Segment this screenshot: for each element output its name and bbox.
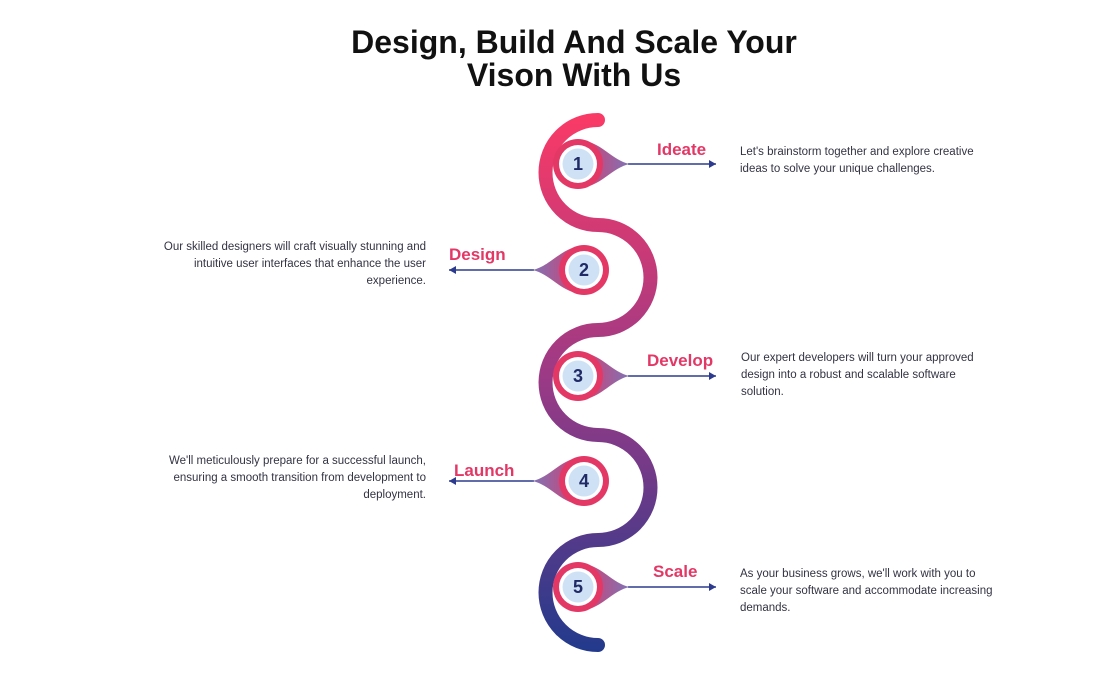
- page-title-line-1: Design, Build And Scale Your: [351, 24, 797, 60]
- connector-arrow-3: [709, 372, 716, 380]
- step-title-2: Design: [449, 245, 506, 264]
- node-core-3: [562, 360, 594, 392]
- node-core-5: [562, 571, 594, 603]
- step-description-5: As your business grows, we'll work with …: [740, 568, 993, 614]
- connector-arrow-1: [709, 160, 716, 168]
- step-nodes: [449, 139, 716, 612]
- step-number-1: 1: [572, 154, 583, 174]
- connector-arrow-2: [449, 266, 456, 274]
- step-title-3: Develop: [647, 351, 714, 370]
- step-node-4: [449, 456, 609, 506]
- step-title-1: Ideate: [657, 140, 707, 159]
- page-title-line-2: Vison With Us: [466, 57, 682, 93]
- connector-arrow-5: [709, 583, 716, 591]
- step-description-4: We'll meticulously prepare for a success…: [168, 455, 426, 501]
- step-number-3: 3: [572, 366, 583, 386]
- step-description-2: Our skilled designers will craft visuall…: [163, 241, 426, 287]
- node-core-2: [568, 254, 600, 286]
- node-core-4: [568, 465, 600, 497]
- step-node-3: [553, 351, 716, 401]
- page-title: Design, Build And Scale Your Vison With …: [0, 26, 1093, 92]
- step-number-5: 5: [572, 577, 583, 597]
- step-node-1: [553, 139, 716, 189]
- step-number-2: 2: [578, 260, 589, 280]
- step-title-4: Launch: [454, 461, 515, 480]
- step-node-2: [449, 245, 609, 295]
- connector-arrow-4: [449, 477, 456, 485]
- step-node-5: [553, 562, 716, 612]
- step-description-1: Let's brainstorm together and explore cr…: [740, 146, 974, 175]
- step-title-5: Scale: [653, 562, 698, 581]
- node-core-1: [562, 148, 594, 180]
- step-description-3: Our expert developers will turn your app…: [741, 352, 974, 398]
- step-number-4: 4: [578, 471, 589, 491]
- timeline-snake-path: [538, 113, 658, 652]
